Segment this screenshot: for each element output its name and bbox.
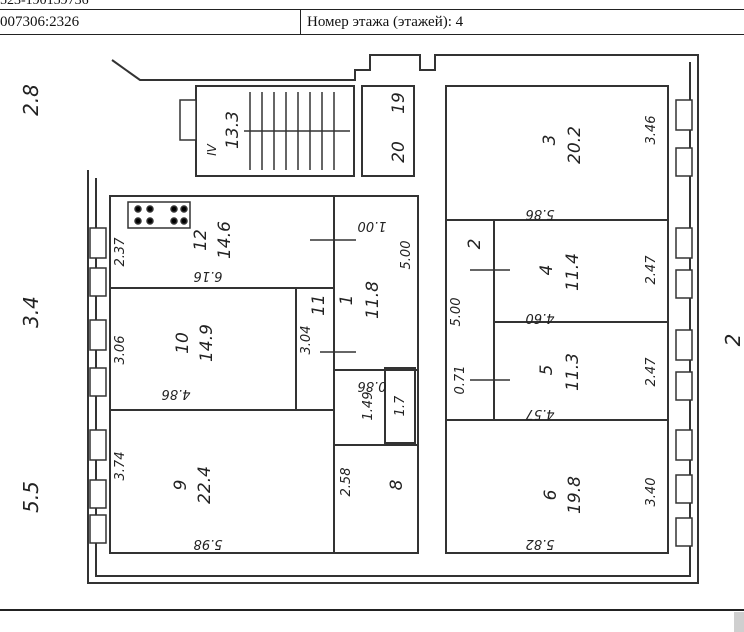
corridor-outline: [333, 195, 419, 554]
header-top-fragment: 523-190159736: [0, 0, 89, 8]
dim-4-57: 4.57: [525, 406, 555, 421]
dim-4-86: 4.86: [162, 386, 191, 401]
corner-mark: [734, 612, 744, 632]
room-number-6: 6: [541, 489, 561, 500]
room-area-10: 14.9: [197, 324, 217, 362]
dim-5-00-b: 5.00: [449, 298, 464, 327]
dim-6-16: 6.16: [194, 268, 223, 283]
room-number-8: 8: [387, 479, 407, 490]
room-number-3: 3: [540, 135, 560, 146]
stair-well: [361, 85, 415, 177]
outside-label-2: 2: [721, 334, 744, 347]
dim-4-60: 4.60: [526, 310, 555, 325]
room-number-9: 9: [171, 480, 191, 491]
dim-1-00: 1.00: [358, 218, 387, 233]
dim-3-40: 3.40: [644, 478, 659, 507]
outside-label-5-5: 5.5: [19, 481, 43, 513]
floor-plan-drawing: 1 11.8 2 3 20.2 4 11.4 5 11.3 6 19.8 8 9…: [19, 54, 744, 584]
dim-0-86: 0.86: [358, 378, 387, 393]
room-number-1: 1: [337, 295, 357, 306]
dim-5-98: 5.98: [194, 536, 223, 551]
dim-3-46: 3.46: [644, 116, 659, 145]
room-area-12: 14.6: [215, 221, 235, 259]
stair-number: IV: [205, 143, 219, 156]
floor-number-cell: Номер этажа (этажей): 4: [307, 14, 464, 30]
outside-label-3-4: 3.4: [19, 296, 43, 328]
room-area-3: 20.2: [565, 126, 585, 164]
room-number-12: 12: [191, 229, 211, 251]
dim-3-04: 3.04: [299, 326, 314, 355]
dim-3-74: 3.74: [113, 452, 128, 481]
dim-3-06: 3.06: [113, 336, 128, 365]
dim-1-49: 1.49: [361, 392, 376, 421]
room-area-4: 11.4: [563, 253, 583, 291]
bath-outline: [384, 367, 416, 444]
outer-wall: [87, 54, 699, 584]
dim-2-47-b: 2.47: [644, 357, 659, 387]
dim-0-71: 0.71: [453, 366, 468, 395]
room-number-11: 11: [309, 294, 329, 316]
dim-2-58: 2.58: [339, 468, 354, 497]
stair-number-19: 19: [389, 92, 409, 114]
room-number-5: 5: [537, 365, 557, 376]
floor-plan: 1 11.8 2 3 20.2 4 11.4 5 11.3 6 19.8 8 9…: [0, 40, 744, 610]
room-area-6: 19.8: [565, 476, 585, 514]
room-number-2: 2: [465, 239, 485, 250]
dim-1-7: 1.7: [393, 395, 408, 416]
dim-2-47-a: 2.47: [644, 255, 659, 285]
room-number-10: 10: [173, 332, 193, 354]
dim-5-82: 5.82: [526, 536, 555, 551]
bottom-rule: [0, 609, 744, 611]
cadastral-number-cell: 007306:2326: [0, 10, 301, 34]
stair-number-20: 20: [389, 141, 409, 163]
outside-label-2-8: 2.8: [19, 84, 43, 116]
dim-5-00-a: 5.00: [399, 241, 414, 270]
room-area-5: 11.3: [563, 353, 583, 391]
header-table: 007306:2326 Номер этажа (этажей): 4: [0, 9, 744, 35]
dim-5-86: 5.86: [526, 206, 555, 221]
room-area-1: 11.8: [363, 281, 383, 319]
room-number-4: 4: [537, 265, 557, 276]
stair-area: 13.3: [223, 111, 243, 149]
dim-2-37: 2.37: [113, 237, 128, 267]
right-wing-outline: [445, 85, 669, 554]
room-area-9: 22.4: [195, 466, 215, 504]
